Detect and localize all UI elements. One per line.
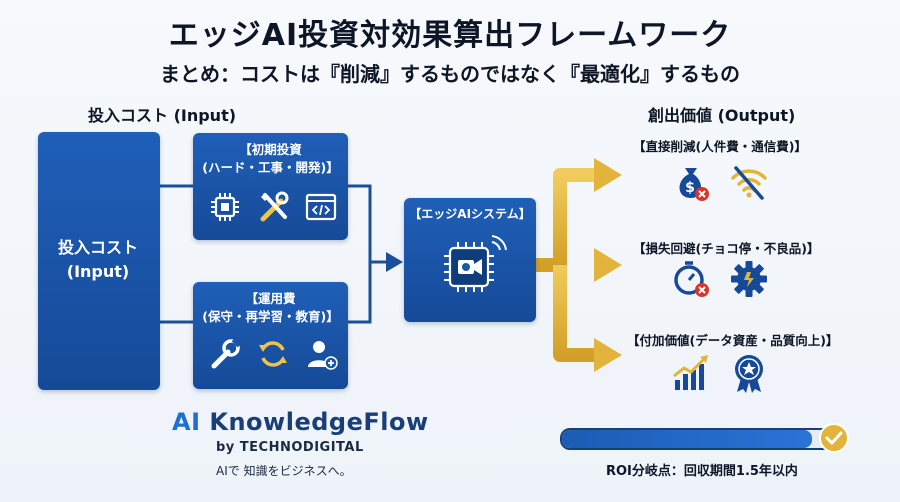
output-added-value-label: 【付加価値(データ資産・品質向上)】 <box>627 333 839 348</box>
operating-cost-box: 【運用費 (保守・再学習・教育)】 <box>193 282 348 389</box>
initial-investment-detail: (ハード・工事・開発)】 <box>202 160 339 176</box>
output-heading: 創出価値 (Output) <box>648 106 796 125</box>
connector-line <box>348 184 372 262</box>
operating-cost-detail: (保守・再学習・教育)】 <box>202 309 339 325</box>
gold-arrow-line <box>535 168 598 272</box>
svg-text:$: $ <box>685 180 695 196</box>
input-cost-label: 投入コスト <box>57 238 138 257</box>
check-icon <box>819 423 849 453</box>
gear-icon <box>731 261 767 297</box>
input-cost-box: 投入コスト (Input) <box>38 132 160 390</box>
brand-ai: AI <box>172 408 201 436</box>
wrench-icon <box>211 338 241 369</box>
add-user-icon <box>308 341 338 370</box>
arrow-head <box>386 252 403 272</box>
money-bag-icon: $ <box>679 168 709 201</box>
brand-tagline: AIで 知識をビジネスへ。 <box>216 464 352 478</box>
brand-name: KnowledgeFlow <box>209 408 429 436</box>
edge-ai-system-label: 【エッジAIシステム】 <box>409 207 531 221</box>
ai-chip-camera-icon <box>444 235 507 292</box>
gold-arrow-head <box>594 338 622 372</box>
input-cost-sublabel: (Input) <box>66 262 130 281</box>
roi-progress-bar <box>560 428 842 450</box>
output-loss-avoidance-label: 【損失回避(チョコ停・不良品)】 <box>633 241 820 256</box>
connector-line <box>348 262 372 324</box>
page-title: エッジAI投資対効果算出フレームワーク <box>168 18 732 53</box>
initial-investment-box: 【初期投資 (ハード・工事・開発)】 <box>193 133 348 240</box>
gold-arrow-head <box>594 158 622 192</box>
roi-progress-fill <box>562 430 813 448</box>
brand-byline: by TECHNODIGITAL <box>216 440 364 455</box>
brand-logo: AI KnowledgeFlow <box>172 408 429 436</box>
initial-investment-title: 【初期投資 <box>239 142 302 157</box>
no-wifi-icon <box>731 166 767 200</box>
roi-breakeven-label: ROI分岐点：回収期間1.5年以内 <box>606 464 798 479</box>
gold-arrow-head <box>594 248 622 282</box>
edge-ai-system-box: 【エッジAIシステム】 <box>404 198 536 322</box>
quality-badge-icon <box>735 355 763 393</box>
stopwatch-icon <box>674 261 709 297</box>
refresh-icon <box>259 341 287 367</box>
cpu-chip-icon <box>211 193 239 221</box>
page-subtitle: まとめ：コストは『削減』するものではなく『最適化』するもの <box>160 62 740 86</box>
tools-icon <box>260 191 289 222</box>
code-window-icon <box>305 193 337 221</box>
growth-chart-icon <box>673 355 708 390</box>
gold-arrow-line <box>553 265 598 362</box>
operating-cost-title: 【運用費 <box>245 291 296 306</box>
output-direct-reduction-label: 【直接削減(人件費・通信費)】 <box>633 139 807 154</box>
input-heading: 投入コスト (Input) <box>88 106 237 125</box>
